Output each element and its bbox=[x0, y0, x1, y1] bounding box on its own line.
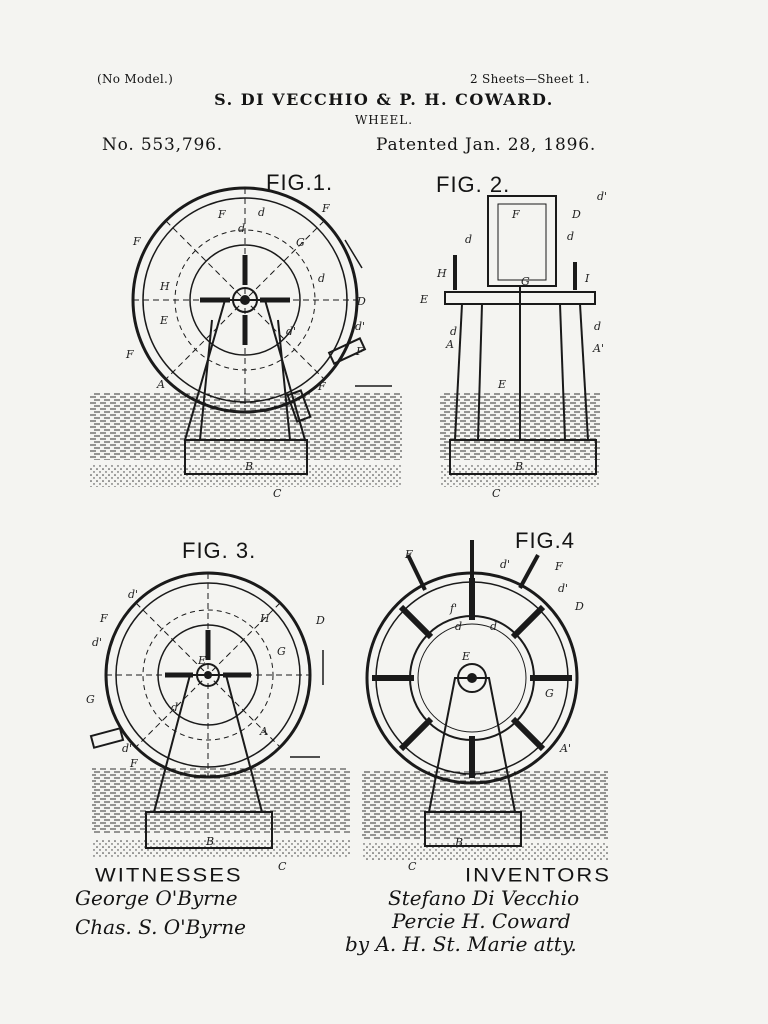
fig-4-label: FIG.4 bbox=[515, 528, 576, 553]
fig-1-base bbox=[184, 439, 308, 475]
svg-text:d: d bbox=[465, 233, 472, 246]
fig-2-gravel bbox=[440, 465, 600, 487]
svg-text:C: C bbox=[492, 487, 501, 500]
svg-text:d': d' bbox=[286, 325, 296, 338]
sheets-note: 2 Sheets—Sheet 1. bbox=[470, 72, 590, 86]
svg-text:d: d bbox=[594, 320, 601, 333]
svg-text:C: C bbox=[273, 487, 282, 500]
svg-text:E: E bbox=[159, 314, 168, 327]
fig-3-base bbox=[145, 811, 273, 849]
svg-text:F: F bbox=[511, 208, 520, 221]
svg-text:D: D bbox=[356, 295, 366, 308]
svg-text:A: A bbox=[445, 338, 454, 351]
svg-text:d: d bbox=[567, 230, 574, 243]
svg-text:C: C bbox=[408, 860, 417, 873]
fig-3-drawing: d' F H Dd' G E Gd Ad' F B C bbox=[86, 571, 350, 873]
svg-text:d': d' bbox=[92, 636, 102, 649]
model-note: (No Model.) bbox=[97, 72, 174, 86]
svg-text:d': d' bbox=[597, 190, 607, 203]
svg-text:G: G bbox=[521, 275, 530, 288]
svg-text:B: B bbox=[244, 460, 253, 473]
svg-text:f': f' bbox=[449, 602, 457, 615]
svg-text:H: H bbox=[436, 267, 447, 280]
svg-text:B: B bbox=[454, 836, 463, 849]
svg-text:d: d bbox=[258, 206, 265, 219]
svg-text:A: A bbox=[156, 378, 165, 391]
svg-text:d: d bbox=[450, 325, 457, 338]
svg-text:A': A' bbox=[559, 742, 571, 755]
svg-text:F: F bbox=[125, 348, 134, 361]
svg-text:d': d' bbox=[128, 588, 138, 601]
fig-4-gravel bbox=[362, 842, 608, 860]
fig-2-label: FIG. 2. bbox=[436, 172, 511, 197]
svg-text:H: H bbox=[259, 612, 270, 625]
svg-text:D: D bbox=[574, 600, 584, 613]
svg-text:G: G bbox=[545, 687, 554, 700]
svg-text:E: E bbox=[461, 650, 470, 663]
svg-text:d': d' bbox=[122, 742, 132, 755]
fig-1-label: FIG.1. bbox=[266, 170, 334, 195]
svg-text:F: F bbox=[129, 757, 138, 770]
inventors-label: INVENTORS bbox=[465, 863, 611, 886]
svg-text:F: F bbox=[132, 235, 141, 248]
svg-text:F: F bbox=[355, 345, 364, 358]
svg-text:H: H bbox=[159, 280, 170, 293]
svg-text:C: C bbox=[278, 860, 287, 873]
patent-date: Patented Jan. 28, 1896. bbox=[376, 135, 597, 155]
fig-4-drawing: F Fd' d' Df' d dE G A' B C bbox=[362, 540, 608, 873]
svg-text:d': d' bbox=[558, 582, 568, 595]
fig-4-base bbox=[424, 811, 522, 847]
svg-text:D: D bbox=[315, 614, 325, 627]
patent-number: No. 553,796. bbox=[102, 135, 223, 155]
svg-text:d: d bbox=[455, 620, 462, 633]
svg-text:B: B bbox=[514, 460, 523, 473]
svg-text:d: d bbox=[318, 272, 325, 285]
fig-1-water bbox=[90, 392, 402, 460]
svg-text:A: A bbox=[259, 725, 268, 738]
svg-text:B: B bbox=[205, 835, 214, 848]
svg-text:F: F bbox=[404, 548, 413, 561]
inventor-signature-1: Stefano Di Vecchio bbox=[388, 886, 580, 910]
witness-signature-2: Chas. S. O'Byrne bbox=[75, 915, 246, 939]
svg-text:d: d bbox=[490, 620, 497, 633]
svg-text:I: I bbox=[584, 272, 590, 285]
svg-text:F: F bbox=[99, 612, 108, 625]
witness-signature-1: George O'Byrne bbox=[75, 886, 238, 910]
svg-text:E: E bbox=[497, 378, 506, 391]
svg-text:A': A' bbox=[592, 342, 604, 355]
svg-text:D: D bbox=[571, 208, 581, 221]
svg-text:d': d' bbox=[500, 558, 510, 571]
svg-text:E: E bbox=[419, 293, 428, 306]
fig-1-gravel bbox=[90, 465, 402, 487]
svg-text:d: d bbox=[238, 222, 245, 235]
patent-title: WHEEL. bbox=[354, 113, 414, 127]
witnesses-label: WITNESSES bbox=[95, 863, 243, 886]
patent-inventors-line: S. DI VECCHIO & P. H. COWARD. bbox=[214, 90, 554, 109]
svg-text:E: E bbox=[197, 654, 206, 667]
fig-4-water bbox=[362, 770, 608, 840]
svg-text:G: G bbox=[277, 645, 286, 658]
svg-text:G: G bbox=[86, 693, 95, 706]
svg-text:F: F bbox=[554, 560, 563, 573]
inventor-signature-2: Percie H. Coward bbox=[392, 909, 571, 933]
svg-text:F: F bbox=[321, 202, 330, 215]
svg-text:F: F bbox=[217, 208, 226, 221]
fig-3-water bbox=[92, 768, 350, 834]
svg-text:d': d' bbox=[355, 320, 365, 333]
svg-text:F: F bbox=[317, 380, 326, 393]
fig-2-base bbox=[449, 439, 597, 475]
attorney-signature: by A. H. St. Marie atty. bbox=[345, 932, 577, 956]
svg-text:G: G bbox=[296, 236, 305, 249]
fig-2-axle bbox=[444, 291, 596, 305]
fig-2-bucket bbox=[487, 195, 557, 287]
svg-text:d: d bbox=[171, 701, 178, 714]
fig-3-label: FIG. 3. bbox=[182, 538, 257, 563]
